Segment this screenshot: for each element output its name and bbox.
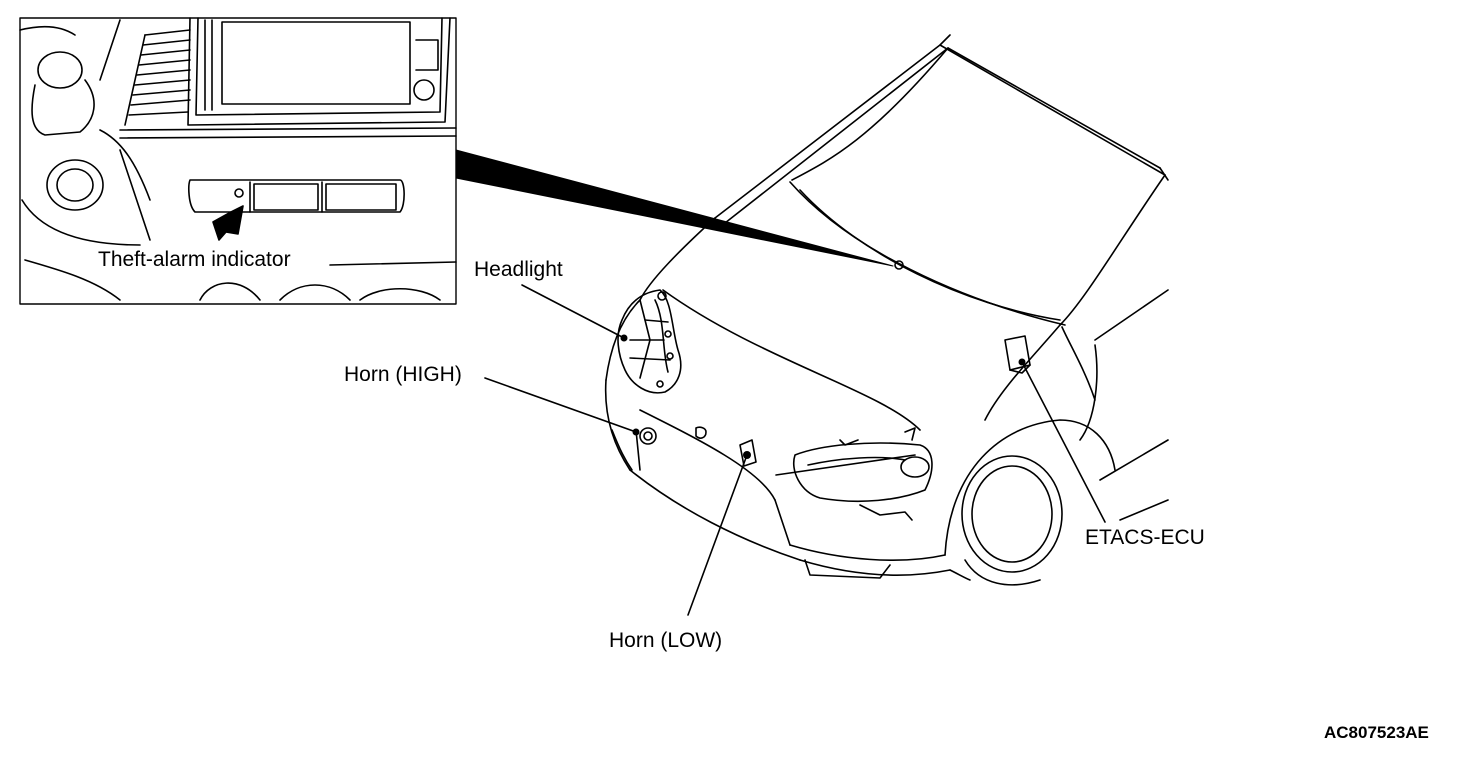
- etacs-ecu-label: ETACS-ECU: [1085, 526, 1205, 549]
- leader-lines: [484, 284, 1106, 616]
- figure-code: AC807523AE: [1324, 723, 1429, 742]
- dashboard-inset: [19, 17, 457, 305]
- horn-high-label: Horn (HIGH): [344, 363, 462, 386]
- car-body-outline: [604, 34, 1169, 586]
- headlight-label: Headlight: [474, 258, 563, 281]
- theft-alarm-label-background: [94, 246, 328, 272]
- leader-dots: [620, 334, 1026, 459]
- horn-low-label: Horn (LOW): [609, 629, 723, 652]
- theft-alarm-indicator-label: Theft-alarm indicator: [98, 248, 291, 271]
- inset-callout-wedge: [455, 149, 894, 267]
